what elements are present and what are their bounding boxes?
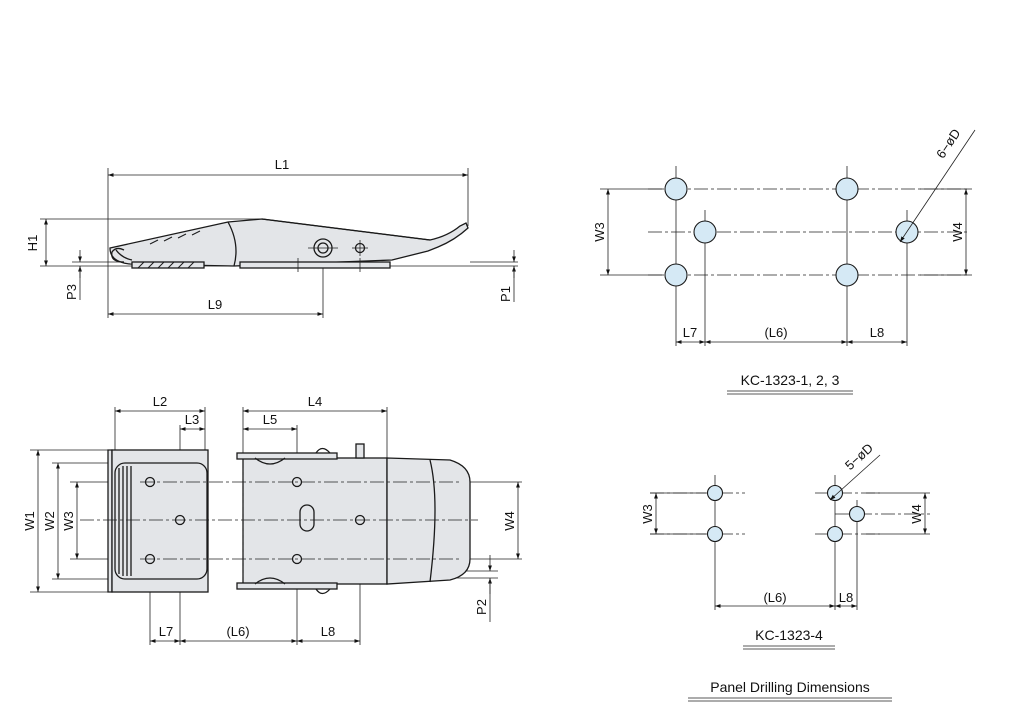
plan-w1-label: W1	[22, 511, 37, 531]
lever-slot	[299, 504, 315, 532]
drill-a-hole	[835, 263, 859, 287]
side-h1-label: H1	[25, 235, 40, 252]
drill-b-hole	[848, 505, 866, 523]
plan-w3-label: W3	[61, 511, 76, 531]
drill-b-l8-label: L8	[839, 590, 853, 605]
drill-b-caption: KC-1323-4	[755, 627, 823, 643]
plan-l5-label: L5	[263, 412, 277, 427]
plan-l7-label: L7	[159, 624, 173, 639]
base-flange-bottom	[236, 582, 338, 590]
base-plate-side	[239, 261, 391, 269]
drill-a-holes-label: 6−øD	[933, 126, 963, 161]
base-flange-top	[236, 452, 338, 460]
plan-p2-label: P2	[474, 599, 489, 615]
drill-a-l6-label: (L6)	[764, 325, 787, 340]
drill-a-w3-label: W3	[592, 222, 607, 242]
drill-a-leader	[899, 129, 976, 243]
drill-b-hole	[826, 484, 844, 502]
side-l1-label: L1	[275, 157, 289, 172]
drill-b-hole	[706, 525, 724, 543]
side-p3-label: P3	[64, 284, 79, 300]
plan-l8-label: L8	[321, 624, 335, 639]
side-l9-label: L9	[208, 297, 222, 312]
drilling-pattern-b: W3 W4 (L6) L8 5−øD KC-1323-4	[640, 440, 930, 650]
drill-a-l7-label: L7	[683, 325, 697, 340]
drilling-pattern-a: W3 W4 L7 (L6) L8 6−øD KC-1323-1, 2, 3	[592, 126, 976, 395]
lever-tip-plan	[386, 457, 471, 585]
drill-b-hole	[706, 484, 724, 502]
section-title: Panel Drilling Dimensions	[710, 679, 870, 695]
plan-l4-label: L4	[308, 394, 322, 409]
plan-view: L2 L3 L4 L5 W1 W2 W3 W4 P2 L7 (L6) L8	[22, 394, 522, 645]
drill-a-caption: KC-1323-1, 2, 3	[741, 372, 840, 388]
hook-plate-plan	[111, 449, 209, 593]
drill-a-hole	[835, 177, 859, 201]
drill-a-l8-label: L8	[870, 325, 884, 340]
drill-a-hole	[664, 177, 688, 201]
drill-b-holes-label: 5−øD	[842, 440, 876, 473]
hook-curl	[111, 247, 125, 263]
plan-l2-label: L2	[153, 394, 167, 409]
drill-b-w4-label: W4	[909, 504, 924, 524]
plan-w2-label: W2	[42, 511, 57, 531]
plan-w4-label: W4	[502, 511, 517, 531]
drill-a-w4-label: W4	[950, 222, 965, 242]
side-view: L1 H1 P3 P1 L9	[25, 157, 518, 318]
drill-b-w3-label: W3	[640, 504, 655, 524]
drill-b-hole	[826, 525, 844, 543]
side-p1-label: P1	[498, 286, 513, 302]
drill-b-leader	[829, 454, 881, 501]
drill-a-hole	[693, 220, 717, 244]
latch-lever-side	[109, 218, 469, 267]
lever-plan	[242, 457, 388, 585]
plan-l6-label: (L6)	[226, 624, 249, 639]
drill-a-hole	[664, 263, 688, 287]
drill-b-l6-label: (L6)	[763, 590, 786, 605]
plan-l3-label: L3	[185, 412, 199, 427]
